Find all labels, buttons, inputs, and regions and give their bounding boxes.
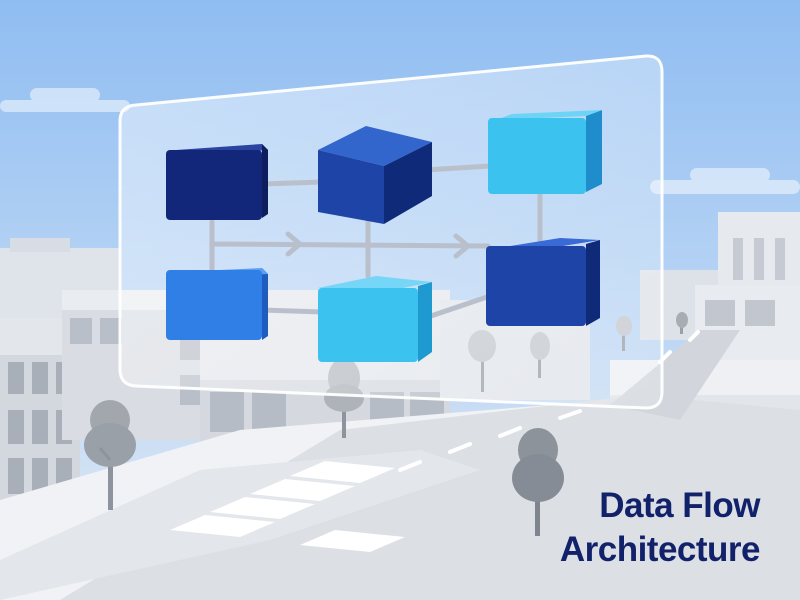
node-bottom-center (318, 276, 432, 362)
connector-lines (209, 163, 543, 321)
title-line-2: Architecture (559, 530, 761, 569)
tree-right (512, 428, 564, 536)
road (60, 395, 800, 600)
flow-arrows (285, 231, 471, 259)
node-bottom-left (166, 268, 268, 340)
clouds (0, 88, 800, 194)
node-top-left (166, 144, 268, 220)
node-top-center (318, 126, 432, 224)
page-title: Data Flow Architecture (460, 484, 761, 572)
node-top-right (488, 110, 602, 194)
tree-left (84, 400, 136, 510)
title-line-1: Data Flow (599, 486, 760, 525)
node-bottom-right (486, 238, 600, 326)
crosswalk (170, 461, 405, 552)
